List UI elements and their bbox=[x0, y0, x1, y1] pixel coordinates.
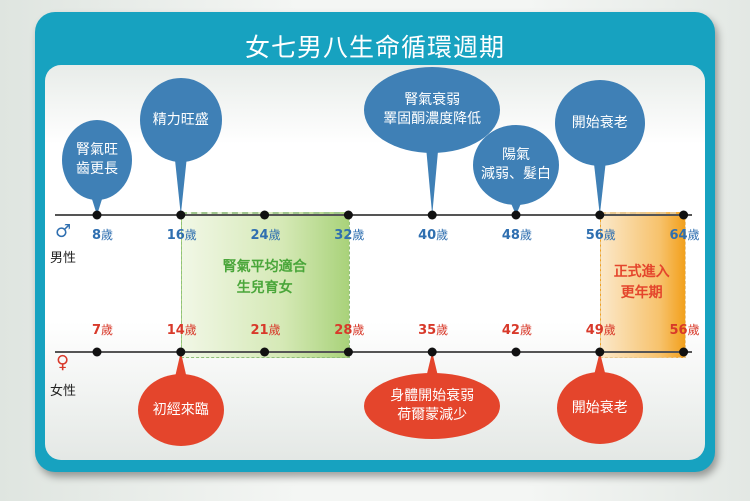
age-unit: 歲 bbox=[352, 228, 365, 242]
male-symbol-icon: ♂ bbox=[55, 221, 72, 242]
female-age-marker bbox=[176, 347, 186, 357]
male-bubble-pointer bbox=[91, 196, 103, 215]
age-value: 49 bbox=[585, 323, 604, 338]
male-age-label: 48歲 bbox=[502, 226, 532, 243]
female-age-marker bbox=[511, 347, 521, 357]
age-unit: 歲 bbox=[268, 228, 281, 242]
zone-text: 腎氣平均適合 生兒育女 bbox=[222, 259, 307, 296]
age-unit: 歲 bbox=[436, 323, 449, 337]
age-unit: 歲 bbox=[352, 323, 365, 337]
male-bubble-pointer bbox=[174, 158, 187, 215]
age-value: 21 bbox=[250, 323, 269, 338]
zone-0 bbox=[180, 212, 351, 358]
male-milestone-bubble: 腎氣衰弱 睪固酮濃度降低 bbox=[364, 67, 501, 153]
male-age-label: 40歲 bbox=[418, 226, 448, 243]
age-unit: 歲 bbox=[603, 323, 616, 337]
age-value: 8 bbox=[91, 228, 101, 243]
female-milestone-bubble: 初經來臨 bbox=[137, 374, 224, 446]
age-unit: 歲 bbox=[100, 228, 113, 242]
female-label: 女性 bbox=[50, 384, 77, 399]
female-bubble-pointer bbox=[174, 352, 187, 378]
male-age-label: 56歲 bbox=[586, 226, 616, 243]
age-value: 16 bbox=[166, 228, 185, 243]
male-age-marker bbox=[260, 210, 270, 220]
male-age-marker bbox=[427, 210, 437, 220]
female-age-label: 49歲 bbox=[586, 321, 616, 338]
age-unit: 歲 bbox=[687, 228, 700, 242]
age-value: 35 bbox=[418, 323, 437, 338]
male-bubble-pointer bbox=[593, 162, 606, 215]
male-label: 男性 bbox=[50, 251, 77, 266]
female-bubble-pointer bbox=[426, 352, 439, 377]
male-age-label: 16歲 bbox=[167, 226, 197, 243]
female-symbol-icon: ♀ bbox=[56, 352, 70, 373]
female-age-marker bbox=[260, 347, 270, 357]
female-milestone-bubble: 開始衰老 bbox=[556, 372, 643, 444]
age-unit: 歲 bbox=[436, 228, 449, 242]
male-milestone-bubble: 腎氣旺 齒更長 bbox=[62, 120, 132, 200]
diagram-title: 女七男八生命循環週期 bbox=[244, 33, 505, 62]
female-age-marker bbox=[595, 347, 605, 357]
female-age-marker bbox=[427, 347, 437, 357]
female-age-marker bbox=[679, 347, 689, 357]
female-age-label: 28歲 bbox=[334, 321, 364, 338]
age-unit: 歲 bbox=[184, 228, 197, 242]
age-value: 48 bbox=[501, 228, 520, 243]
female-bubble-pointer bbox=[593, 352, 606, 376]
male-age-label: 24歲 bbox=[250, 226, 280, 243]
age-value: 14 bbox=[166, 323, 185, 338]
male-milestone-bubble: 陽氣 減弱、髮白 bbox=[473, 125, 559, 205]
age-unit: 歲 bbox=[268, 323, 281, 337]
male-milestone-bubble: 精力旺盛 bbox=[139, 78, 222, 162]
age-value: 42 bbox=[501, 323, 520, 338]
age-value: 56 bbox=[669, 323, 688, 338]
male-age-marker bbox=[511, 210, 521, 220]
male-age-label: 8歲 bbox=[92, 226, 113, 243]
female-age-label: 21歲 bbox=[250, 321, 280, 338]
female-age-label: 42歲 bbox=[502, 321, 532, 338]
male-age-marker bbox=[343, 210, 353, 220]
male-age-marker bbox=[176, 210, 186, 220]
zone-1 bbox=[599, 212, 686, 358]
male-milestone-bubble: 開始衰老 bbox=[554, 80, 645, 166]
age-value: 56 bbox=[585, 228, 604, 243]
age-value: 40 bbox=[418, 228, 437, 243]
age-value: 64 bbox=[669, 228, 688, 243]
age-unit: 歲 bbox=[100, 323, 113, 337]
age-unit: 歲 bbox=[603, 228, 616, 242]
age-value: 32 bbox=[334, 228, 353, 243]
male-age-marker bbox=[595, 210, 605, 220]
age-unit: 歲 bbox=[519, 228, 532, 242]
age-unit: 歲 bbox=[184, 323, 197, 337]
male-age-marker bbox=[679, 210, 689, 220]
age-value: 28 bbox=[334, 323, 353, 338]
age-unit: 歲 bbox=[687, 323, 700, 337]
male-age-label: 32歲 bbox=[334, 226, 364, 243]
age-unit: 歲 bbox=[519, 323, 532, 337]
age-value: 7 bbox=[91, 323, 101, 338]
male-age-marker bbox=[92, 210, 102, 220]
female-age-label: 35歲 bbox=[418, 321, 448, 338]
female-age-marker bbox=[343, 347, 353, 357]
male-bubble-pointer bbox=[426, 149, 439, 215]
age-value: 24 bbox=[250, 228, 269, 243]
male-age-label: 64歲 bbox=[669, 226, 699, 243]
female-milestone-bubble: 身體開始衰弱 荷爾蒙減少 bbox=[364, 373, 501, 439]
zone-text: 正式進入 更年期 bbox=[613, 264, 670, 301]
female-age-label: 7歲 bbox=[92, 321, 113, 338]
female-age-label: 56歲 bbox=[669, 321, 699, 338]
female-age-label: 14歲 bbox=[167, 321, 197, 338]
female-age-marker bbox=[92, 347, 102, 357]
